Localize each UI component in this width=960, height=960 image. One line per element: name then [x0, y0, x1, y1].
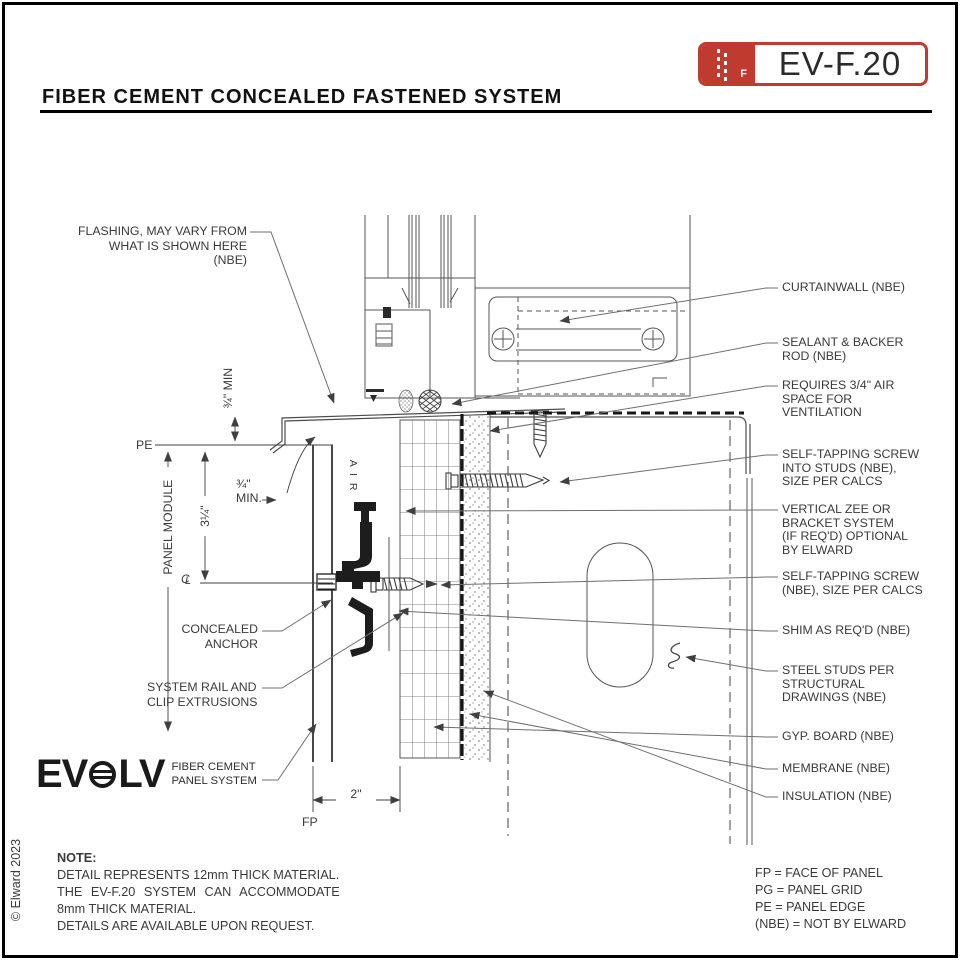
top-flashing — [490, 416, 751, 474]
curtainwall-section — [364, 215, 691, 399]
panel-module-label: PANEL MODULE — [160, 467, 176, 588]
page-title: FIBER CEMENT CONCEALED FASTENED SYSTEM — [42, 86, 563, 108]
evolv-logo: EV LV FIBER CEMENT PANEL SYSTEM — [36, 752, 257, 797]
flashing — [269, 408, 566, 454]
legend-nbe: (NBE) = NOT BY ELWARD — [755, 917, 907, 931]
curtainwall-dashed — [517, 297, 688, 396]
callout-system-rail: SYSTEM RAIL AND CLIP EXTRUSIONS — [147, 680, 258, 709]
insulation-stipple — [464, 414, 490, 762]
logo-lv: LV — [118, 752, 165, 796]
callout-insulation: INSULATION (NBE) — [782, 789, 892, 803]
section-mark-bar-icon — [717, 49, 720, 79]
callout-steel-studs: STEEL STUDS PER STRUCTURAL DRAWINGS (NBE… — [782, 663, 895, 705]
note-block: NOTE: DETAIL REPRESENTS 12mm THICK MATER… — [57, 850, 340, 935]
legend-pg: PG = PANEL GRID — [755, 883, 863, 897]
air-label: A I R — [347, 459, 360, 493]
screw-into-studs — [445, 472, 551, 490]
note-line: DETAIL REPRESENTS 12mm THICK MATERIAL. — [57, 868, 340, 882]
edge-min-dim: ¾" MIN — [220, 359, 236, 418]
evolv-wordmark: EV LV — [36, 752, 166, 797]
anchor-bolt — [316, 573, 337, 591]
note-line: THE EV-F.20 SYSTEM CAN ACCOMMODATE — [57, 885, 340, 899]
title-rule — [40, 110, 932, 113]
callout-air-space: REQUIRES 3/4" AIR SPACE FOR VENTILATION — [782, 378, 895, 420]
pe-label: PE — [136, 438, 153, 452]
copyright-text: © Elward 2023 — [9, 838, 23, 922]
detail-number: EV-F.20 — [778, 45, 902, 82]
callout-vertical-zee: VERTICAL ZEE OR BRACKET SYSTEM (IF REQ'D… — [782, 502, 909, 557]
module-height-dim: 3¼" — [197, 496, 213, 537]
centerline-l: L — [185, 575, 192, 587]
badge-section-mark-icon: F — [701, 45, 755, 83]
fiber-cement-panel — [312, 445, 333, 762]
detail-number-badge: F EV-F.20 — [698, 42, 928, 86]
note-line: 8mm THICK MATERIAL. — [57, 902, 197, 916]
screw-at-rail — [370, 575, 438, 593]
panel-face-dim: 2" — [336, 787, 376, 802]
logo-o-icon — [89, 761, 117, 788]
anchor-rail-extrusions — [336, 502, 380, 657]
screw-vertical — [531, 410, 549, 459]
sealant-backer-rod — [398, 389, 442, 413]
wall-assembly — [399, 411, 753, 845]
legend-fp: FP = FACE OF PANEL — [755, 866, 883, 880]
callout-membrane: MEMBRANE (NBE) — [782, 761, 890, 775]
stud-knockout — [586, 542, 654, 688]
callout-flashing: FLASHING, MAY VARY FROM WHAT IS SHOWN HE… — [77, 224, 247, 268]
callout-shim: SHIM AS REQ'D (NBE) — [782, 623, 911, 637]
gyp-board-hatch — [399, 419, 461, 759]
logo-tagline: FIBER CEMENT PANEL SYSTEM — [171, 761, 257, 787]
section-mark-bar-icon — [724, 53, 727, 83]
callout-concealed-anchor: CONCEALED ANCHOR — [181, 622, 258, 651]
callout-sealant-backer: SEALANT & BACKER ROD (NBE) — [782, 335, 904, 363]
abbreviation-legend: FP = FACE OF PANEL PG = PANEL GRID PE = … — [755, 865, 906, 933]
legend-pe: PE = PANEL EDGE — [755, 900, 866, 914]
centerline-c: C — [181, 572, 190, 586]
logo-ev: EV — [36, 752, 88, 796]
callout-self-tapping-screw: SELF-TAPPING SCREW (NBE), SIZE PER CALCS — [782, 569, 923, 597]
callout-curtainwall: CURTAINWALL (NBE) — [782, 280, 905, 294]
curtainwall-gaskets — [366, 307, 391, 402]
air-gap-dim: ¾" MIN. — [236, 477, 262, 505]
callout-screw-into-studs: SELF-TAPPING SCREW INTO STUDS (NBE), SIZ… — [782, 447, 920, 489]
stud-break-mark — [667, 642, 681, 669]
fp-label: FP — [302, 815, 318, 829]
note-heading: NOTE: — [57, 851, 97, 865]
leader-lines — [250, 231, 778, 798]
badge-letter: F — [740, 68, 747, 80]
callout-gyp-board: GYP. BOARD (NBE) — [782, 729, 894, 743]
note-line: DETAILS ARE AVAILABLE UPON REQUEST. — [57, 919, 315, 933]
